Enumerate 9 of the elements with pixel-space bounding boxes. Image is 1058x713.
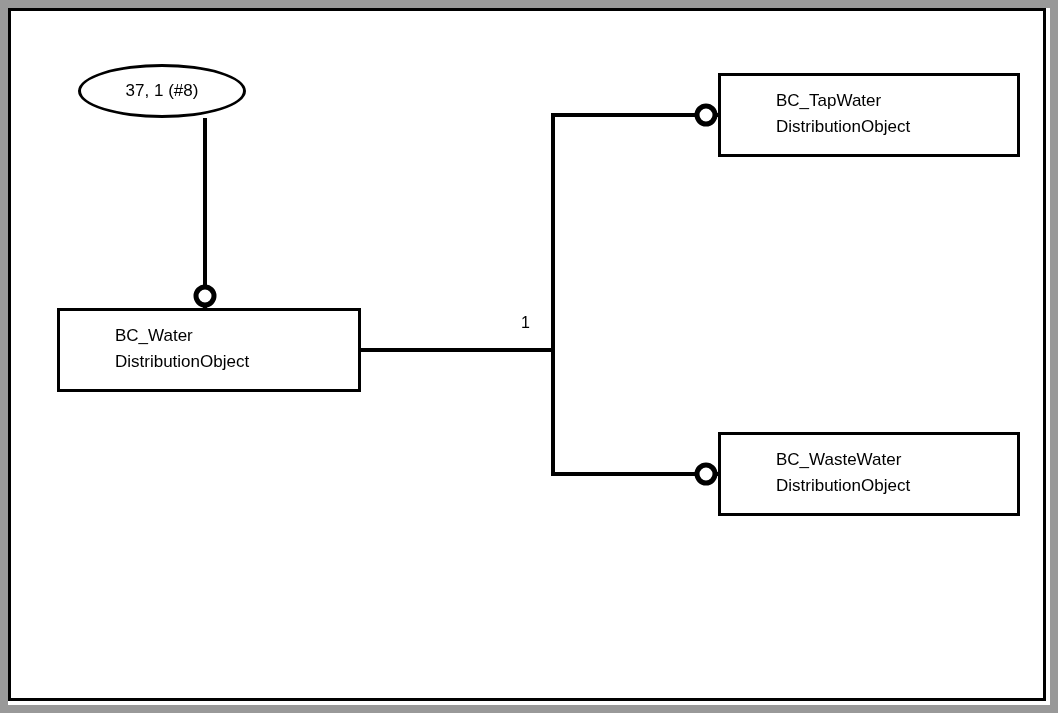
class-box	[718, 432, 1020, 516]
node-label: BC_TapWater DistributionObject	[776, 90, 912, 138]
connector	[193, 118, 217, 308]
class-box	[718, 73, 1020, 157]
class-box	[57, 308, 361, 392]
node-label: BC_Water DistributionObject	[115, 325, 251, 373]
node-label: 37, 1 (#8)	[125, 80, 199, 102]
node-label: BC_WasteWater DistributionObject	[776, 449, 912, 497]
connector	[361, 348, 718, 486]
